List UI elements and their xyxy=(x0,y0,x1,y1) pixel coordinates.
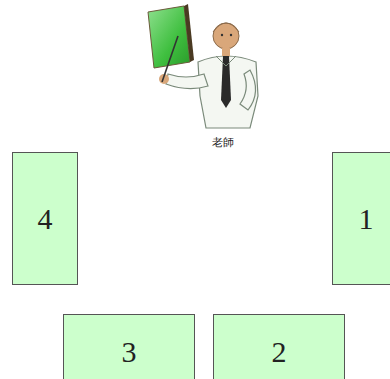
teacher-label: 老師 xyxy=(212,136,234,149)
seat-number: 1 xyxy=(359,204,374,234)
seat-number: 2 xyxy=(272,337,287,367)
seat-box: 3 xyxy=(63,314,195,379)
seat-box: 1 xyxy=(332,152,390,285)
seat-number: 3 xyxy=(122,337,137,367)
seat-box: 2 xyxy=(213,314,345,379)
teacher-figure xyxy=(148,4,258,128)
seat-box: 4 xyxy=(12,152,78,285)
seat-number: 4 xyxy=(38,204,53,234)
